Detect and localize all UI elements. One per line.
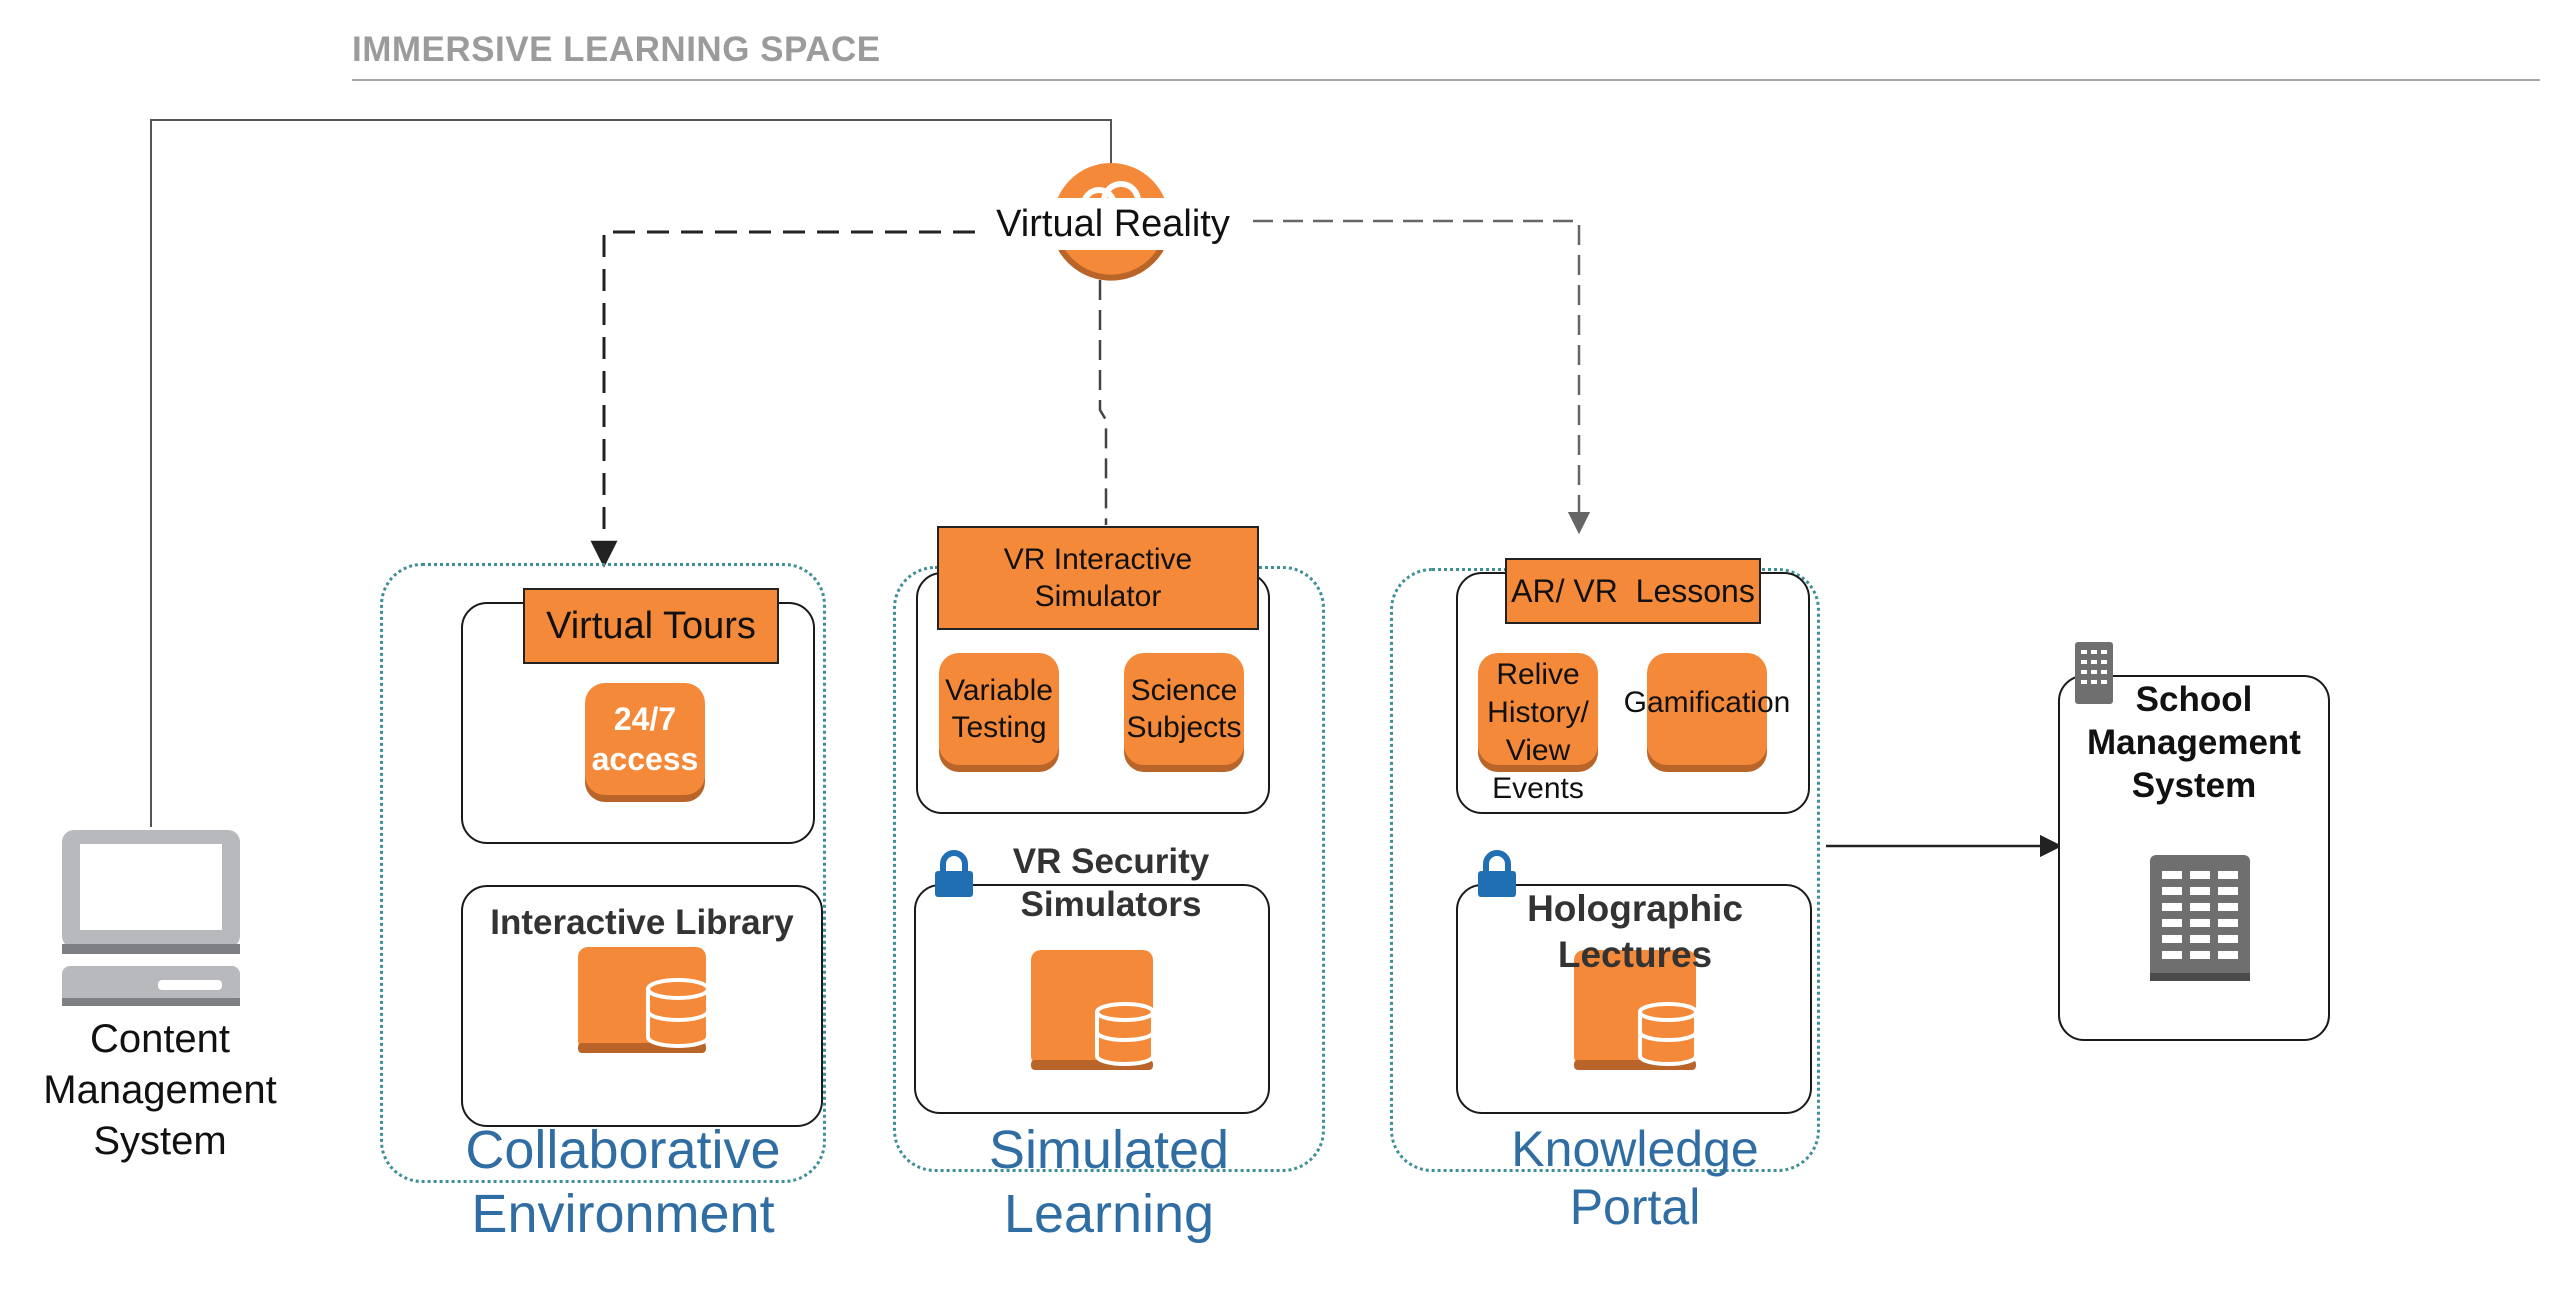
relive-history-line: View [1505, 734, 1571, 767]
title-divider [352, 79, 2540, 81]
school-label-line: Management [2087, 723, 2301, 762]
gamification-label: Gamification [1623, 686, 1791, 719]
variable-testing-tile-line: Testing [951, 711, 1047, 744]
hub-knowledge-arrow [1253, 219, 1591, 535]
vr-security-label-line: Simulators [1020, 885, 1202, 924]
collaborative-group [380, 563, 826, 1183]
knowledge-label-line: Portal [1569, 1179, 1701, 1235]
virtual-tours-header: Virtual Tours [523, 588, 779, 664]
hub-collab-arrow [590, 230, 975, 568]
interactive-library-label: Interactive Library [490, 903, 794, 942]
knowledge-label-line: Knowledge [1511, 1121, 1759, 1177]
lock-icon [1476, 850, 1518, 898]
cms-label: Content Management System [20, 1014, 300, 1167]
holographic-label: Holographic Lectures [1500, 886, 1770, 978]
science-subjects-tile-line: Subjects [1126, 711, 1242, 744]
collaborative-label-line: Environment [471, 1184, 775, 1244]
school-label: School Management System [2058, 678, 2330, 807]
hub-sim-line [1098, 280, 1108, 525]
access-tile-line: access [591, 741, 699, 777]
cms-label-line: Management [43, 1068, 277, 1112]
gamification-tile [1647, 653, 1767, 765]
holographic-label-line: Lectures [1557, 934, 1713, 975]
vr-simulator-header-line: VR Interactive [1003, 543, 1193, 576]
access-tile: 24/7 access [585, 683, 705, 795]
variable-testing-tile-line: Variable [945, 674, 1053, 707]
simulated-label: Simulated Learning [893, 1118, 1325, 1246]
relive-history-line: Events [1492, 772, 1584, 805]
vr-simulator-header-line: Simulator [1034, 580, 1162, 613]
cms-label-line: Content [89, 1017, 231, 1061]
page-title: IMMERSIVE LEARNING SPACE [352, 30, 881, 69]
science-subjects-tile-line: Science [1130, 674, 1238, 707]
computer-icon [58, 826, 244, 1008]
collaborative-label-line: Collaborative [465, 1120, 781, 1180]
hub-label: Virtual Reality [993, 198, 1233, 250]
database-icon [1031, 950, 1157, 1074]
access-tile-line: 24/7 [613, 701, 677, 737]
vr-security-label: VR Security Simulators [976, 840, 1246, 926]
building-icon [2150, 855, 2250, 983]
database-icon [1574, 950, 1700, 1074]
school-label-line: System [2131, 766, 2257, 805]
vr-security-label-line: VR Security [1012, 842, 1210, 881]
relive-history-line: Relive [1496, 658, 1580, 691]
relive-history-line: History/ [1487, 696, 1589, 729]
cms-label-line: System [93, 1119, 227, 1163]
school-label-line: School [2135, 680, 2253, 719]
ar-vr-lessons-header: AR/ VR Lessons [1505, 558, 1761, 624]
relive-history-label: Relive History/ View Events [1468, 656, 1608, 808]
relive-history-tile [1478, 653, 1598, 765]
simulated-label-line: Simulated [988, 1120, 1230, 1180]
collaborative-label: Collaborative Environment [400, 1118, 846, 1246]
variable-testing-tile: Variable Testing [939, 653, 1059, 765]
vr-simulator-header: VR Interactive Simulator [937, 526, 1259, 630]
simulated-label-line: Learning [1003, 1184, 1215, 1244]
science-subjects-tile: Science Subjects [1124, 653, 1244, 765]
building-icon [2075, 642, 2113, 706]
database-icon [578, 947, 710, 1059]
lock-icon [933, 850, 975, 898]
holographic-label-line: Holographic [1527, 888, 1743, 929]
knowledge-label: Knowledge Portal [1420, 1120, 1850, 1236]
cms-hub-line [150, 119, 1112, 827]
